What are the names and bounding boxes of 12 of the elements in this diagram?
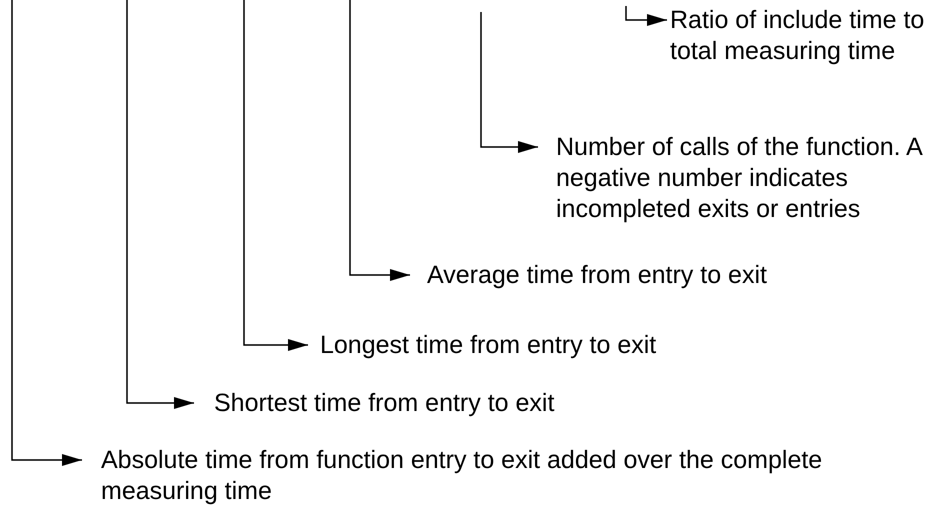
annotation-text: Average time from entry to exit	[410, 260, 847, 290]
annotation-text: Absolute time from function entry to exit added over the complete measuring time	[82, 444, 901, 506]
leader-arrow	[625, 6, 667, 26]
leader-arrow	[349, 0, 410, 281]
leader-arrow	[243, 0, 308, 351]
leader-arrow	[11, 0, 82, 466]
annotation-text: Ratio of include time to total measuring time	[667, 4, 935, 66]
annotation-text: Longest time from entry to exit	[308, 330, 740, 360]
annotation-text: Number of calls of the function. A negative number indicates incompleted exits or entries	[538, 132, 940, 224]
leader-arrow	[480, 12, 538, 153]
annotation-text: Shortest time from entry to exit	[194, 388, 634, 418]
leader-arrow	[126, 0, 194, 409]
